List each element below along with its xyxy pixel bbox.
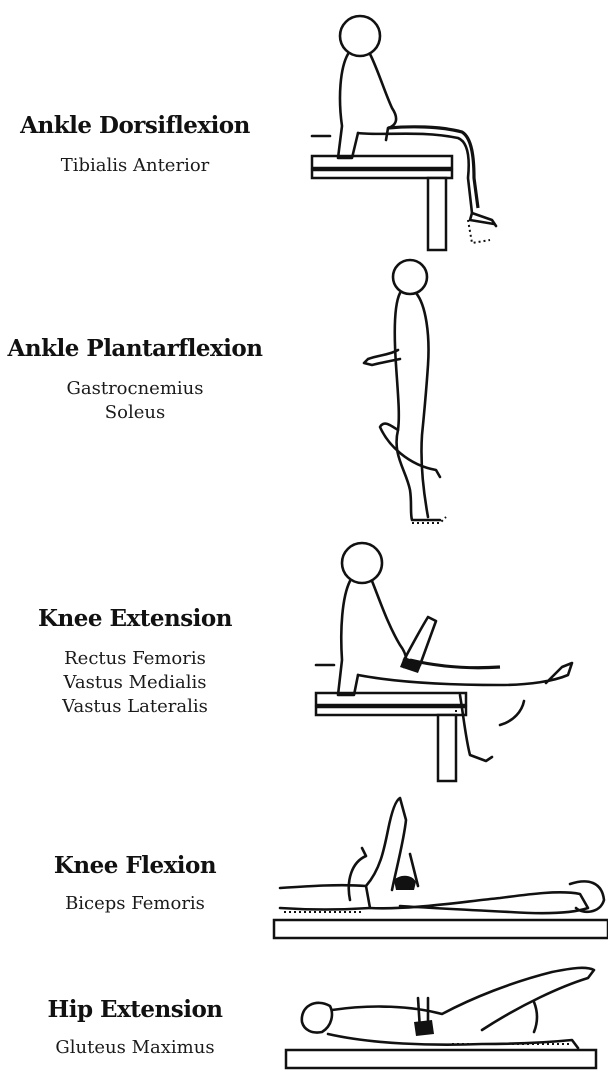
seated-dorsiflexion-figure: [300, 8, 510, 253]
exercise-label: Ankle Plantarflexion Gastrocnemius Soleu…: [0, 335, 270, 425]
exercise-title: Hip Extension: [0, 996, 270, 1024]
muscle-name: Vastus Lateralis: [0, 695, 270, 719]
exercise-title: Ankle Plantarflexion: [0, 335, 270, 363]
exercise-label: Knee Flexion Biceps Femoris: [0, 852, 270, 916]
exercise-label: Hip Extension Gluteus Maximus: [0, 996, 270, 1060]
exercise-ankle-plantarflexion: Ankle Plantarflexion Gastrocnemius Soleu…: [0, 255, 608, 535]
seated-knee-extension-figure: [300, 535, 590, 785]
exercise-title: Knee Extension: [0, 605, 270, 633]
exercise-hip-extension: Hip Extension Gluteus Maximus: [0, 950, 608, 1076]
prone-knee-flexion-figure: [270, 790, 608, 950]
muscle-name: Gluteus Maximus: [0, 1036, 270, 1060]
exercise-title: Knee Flexion: [0, 852, 270, 880]
muscle-name: Tibialis Anterior: [0, 154, 270, 178]
exercise-knee-flexion: Knee Flexion Biceps Femoris: [0, 790, 608, 950]
muscle-name: Biceps Femoris: [0, 892, 270, 916]
standing-plantarflexion-figure: [350, 255, 470, 530]
muscle-name: Vastus Medialis: [0, 671, 270, 695]
muscle-name: Rectus Femoris: [0, 647, 270, 671]
exercise-knee-extension: Knee Extension Rectus Femoris Vastus Med…: [0, 535, 608, 790]
muscle-name: Gastrocnemius: [0, 377, 270, 401]
exercise-ankle-dorsiflexion: Ankle Dorsiflexion Tibialis Anterior: [0, 0, 608, 255]
exercise-label: Ankle Dorsiflexion Tibialis Anterior: [0, 112, 270, 178]
exercise-title: Ankle Dorsiflexion: [0, 112, 270, 140]
muscle-name: Soleus: [0, 401, 270, 425]
exercise-label: Knee Extension Rectus Femoris Vastus Med…: [0, 605, 270, 719]
prone-hip-extension-figure: [282, 954, 608, 1074]
